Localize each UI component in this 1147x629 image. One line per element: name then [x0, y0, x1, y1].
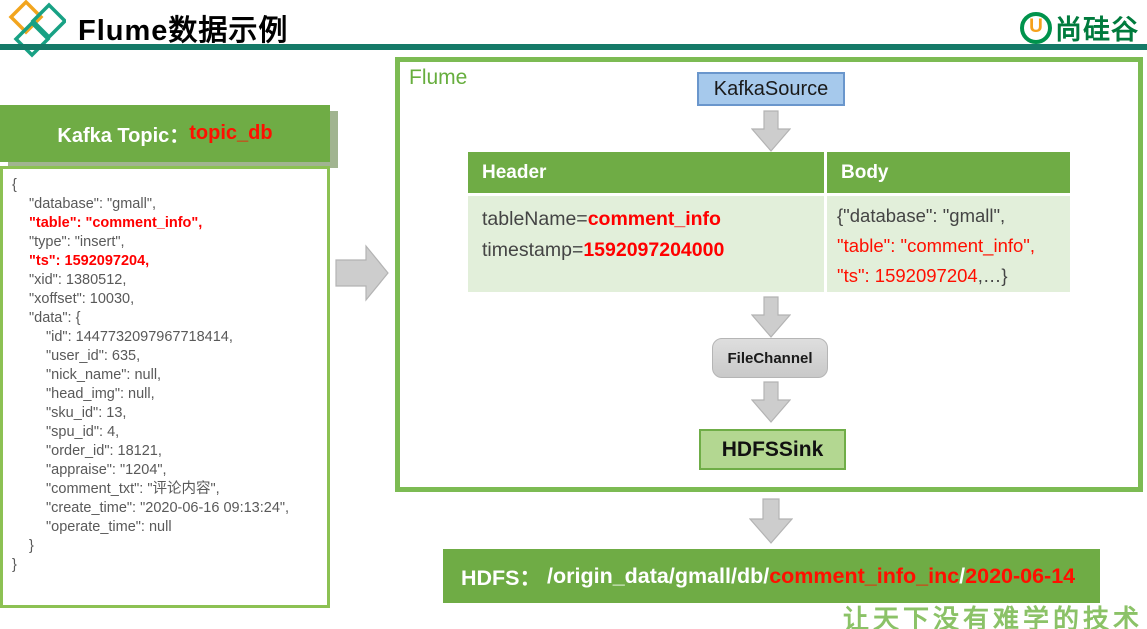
text-segment: Kafka Topic： — [57, 125, 190, 147]
json-line: "sku_id": 13, — [46, 405, 127, 421]
event-table: Header Body tableName=comment_info times… — [468, 152, 1070, 292]
json-line: "table": "comment_info", — [29, 215, 203, 231]
watermark-slogan: 让天下没有难学的技术 — [842, 604, 1143, 629]
text-segment: comment_info — [587, 208, 721, 230]
json-line: "spu_id": 4, — [46, 424, 120, 440]
flow-arrow-down-icon — [749, 498, 793, 544]
file-channel-node: FileChannel — [712, 338, 828, 378]
diamond-logo-icon — [8, 0, 66, 58]
text-segment: ,…} — [977, 265, 1008, 286]
hdfs-path-bar: HDFS： /origin_data/gmall/db/comment_info… — [443, 549, 1100, 603]
flow-arrow-right-icon — [335, 244, 389, 302]
json-line: "comment_txt": "评论内容", — [46, 481, 220, 497]
table-header-cell-header: Header — [468, 152, 824, 193]
kafka-source-node: KafkaSource — [697, 72, 845, 106]
json-line: "type": "insert", — [29, 234, 125, 250]
text-segment: topic_db — [189, 122, 273, 144]
flow-arrow-down-icon — [751, 110, 791, 152]
text-segment: 1592097204000 — [583, 239, 725, 261]
text-segment: 2020-06-14 — [965, 563, 1076, 588]
body-json-line: {"database": "gmall", — [837, 201, 1070, 231]
page-title: Flume数据示例 — [78, 15, 289, 47]
json-line: "ts": 1592097204, — [29, 253, 150, 269]
body-json-line: "ts": 1592097204,…} — [837, 261, 1070, 291]
kafka-topic-header: Kafka Topic： topic_db — [0, 105, 330, 162]
kafka-json-panel: { "database": "gmall", "table": "comment_i… — [0, 166, 330, 608]
text-segment: {"database": "gmall", — [837, 205, 1006, 226]
json-line: } — [12, 557, 17, 573]
json-line: } — [29, 538, 34, 554]
json-line: "id": 1447732097967718414, — [46, 329, 233, 345]
json-line: "appraise": "1204", — [46, 462, 167, 478]
brand-logo: U 尚硅谷 — [1020, 8, 1139, 47]
body-json-line: "table": "comment_info", — [837, 231, 1070, 261]
json-line: "nick_name": null, — [46, 367, 162, 383]
table-header-cell-body: Body — [827, 152, 1070, 193]
text-segment: / — [959, 563, 966, 588]
json-line: "database": "gmall", — [29, 196, 156, 212]
brand-name: 尚硅谷 — [1055, 15, 1139, 45]
json-line: "xid": 1380512, — [29, 272, 127, 288]
event-table-body-row: tableName=comment_info timestamp=1592097… — [468, 196, 1070, 292]
text-segment: /origin_data/gmall/db/ — [547, 563, 770, 588]
json-line: { — [12, 177, 17, 193]
json-line: "create_time": "2020-06-16 09:13:24", — [46, 500, 290, 516]
flow-arrow-down-icon — [751, 381, 791, 423]
text-segment: timestamp= — [482, 239, 584, 261]
header-kv-line: tableName=comment_info — [482, 204, 824, 235]
json-line: "xoffset": 10030, — [29, 291, 135, 307]
header-kv-line: timestamp=1592097204000 — [482, 235, 824, 266]
json-line: "operate_time": null — [46, 519, 172, 535]
json-line: "order_id": 18121, — [46, 443, 162, 459]
json-line: "head_img": null, — [46, 386, 155, 402]
text-segment: comment_info_inc — [769, 563, 960, 588]
table-body-cell-header: tableName=comment_info timestamp=1592097… — [468, 196, 824, 292]
json-line: "user_id": 635, — [46, 348, 141, 364]
text-segment: HDFS： — [461, 565, 548, 590]
text-segment: "ts": 1592097204 — [837, 265, 978, 286]
brand-logo-icon: U — [1020, 11, 1052, 44]
table-body-cell-body: {"database": "gmall", "table": "comment_… — [827, 196, 1070, 292]
event-table-head-row: Header Body — [468, 152, 1070, 193]
hdfs-sink-node: HDFSSink — [699, 429, 846, 470]
text-segment: "table": "comment_info", — [837, 235, 1035, 256]
flow-arrow-down-icon — [751, 296, 791, 338]
json-line: "data": { — [29, 310, 81, 326]
title-divider — [0, 44, 1147, 50]
brand-u-glyph: U — [1029, 15, 1043, 37]
flume-label: Flume — [409, 66, 468, 89]
text-segment: tableName= — [482, 208, 588, 230]
